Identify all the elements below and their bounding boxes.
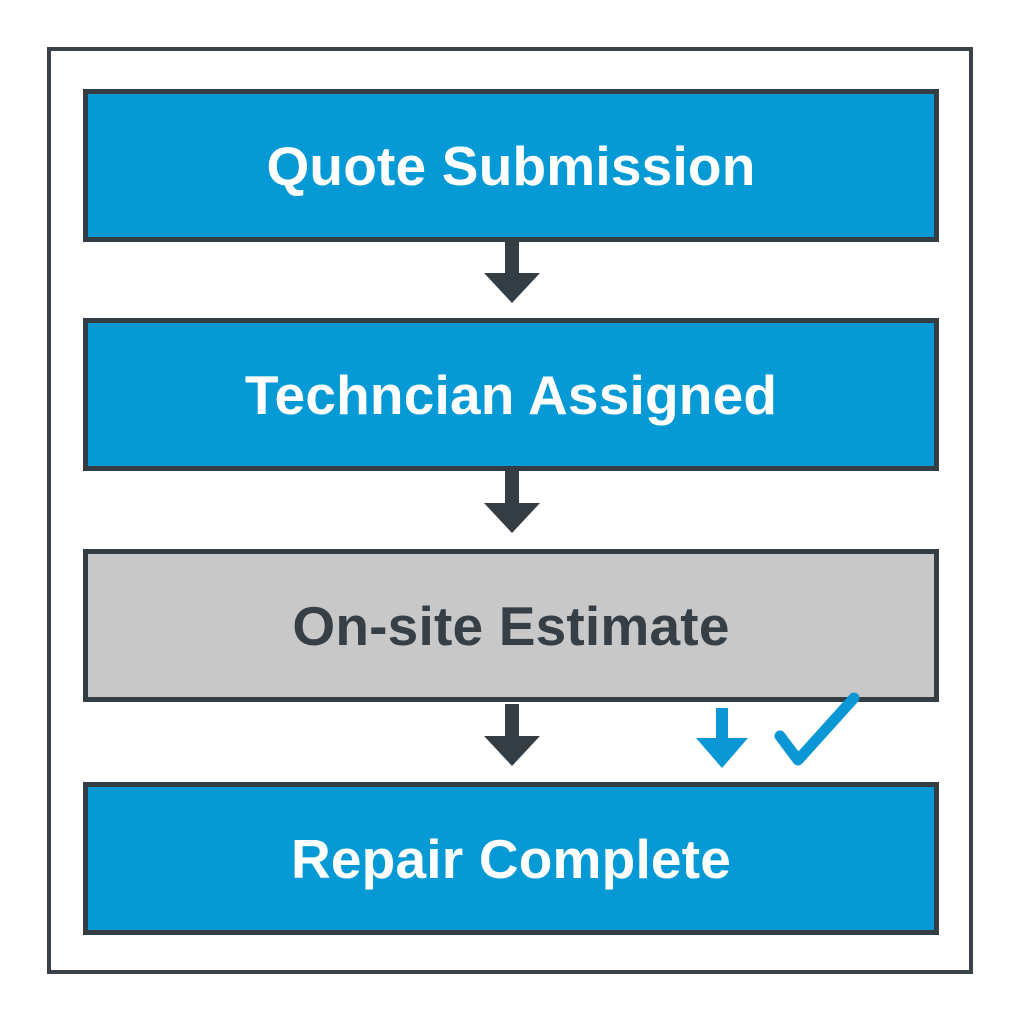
step-label: Techncian Assigned bbox=[244, 363, 778, 426]
checkmark-icon bbox=[772, 686, 862, 770]
arrow-down-icon bbox=[482, 241, 542, 305]
step-technician-assigned: Techncian Assigned bbox=[83, 318, 939, 471]
step-repair-complete: Repair Complete bbox=[83, 782, 939, 935]
step-label: On-site Estimate bbox=[292, 594, 730, 657]
arrow-down-icon bbox=[482, 471, 542, 535]
arrow-down-icon bbox=[482, 704, 542, 768]
arrow-down-icon bbox=[692, 708, 752, 770]
step-quote-submission: Quote Submission bbox=[83, 89, 939, 242]
step-on-site-estimate: On-site Estimate bbox=[83, 549, 939, 702]
step-label: Quote Submission bbox=[266, 134, 756, 197]
step-label: Repair Complete bbox=[290, 827, 732, 890]
